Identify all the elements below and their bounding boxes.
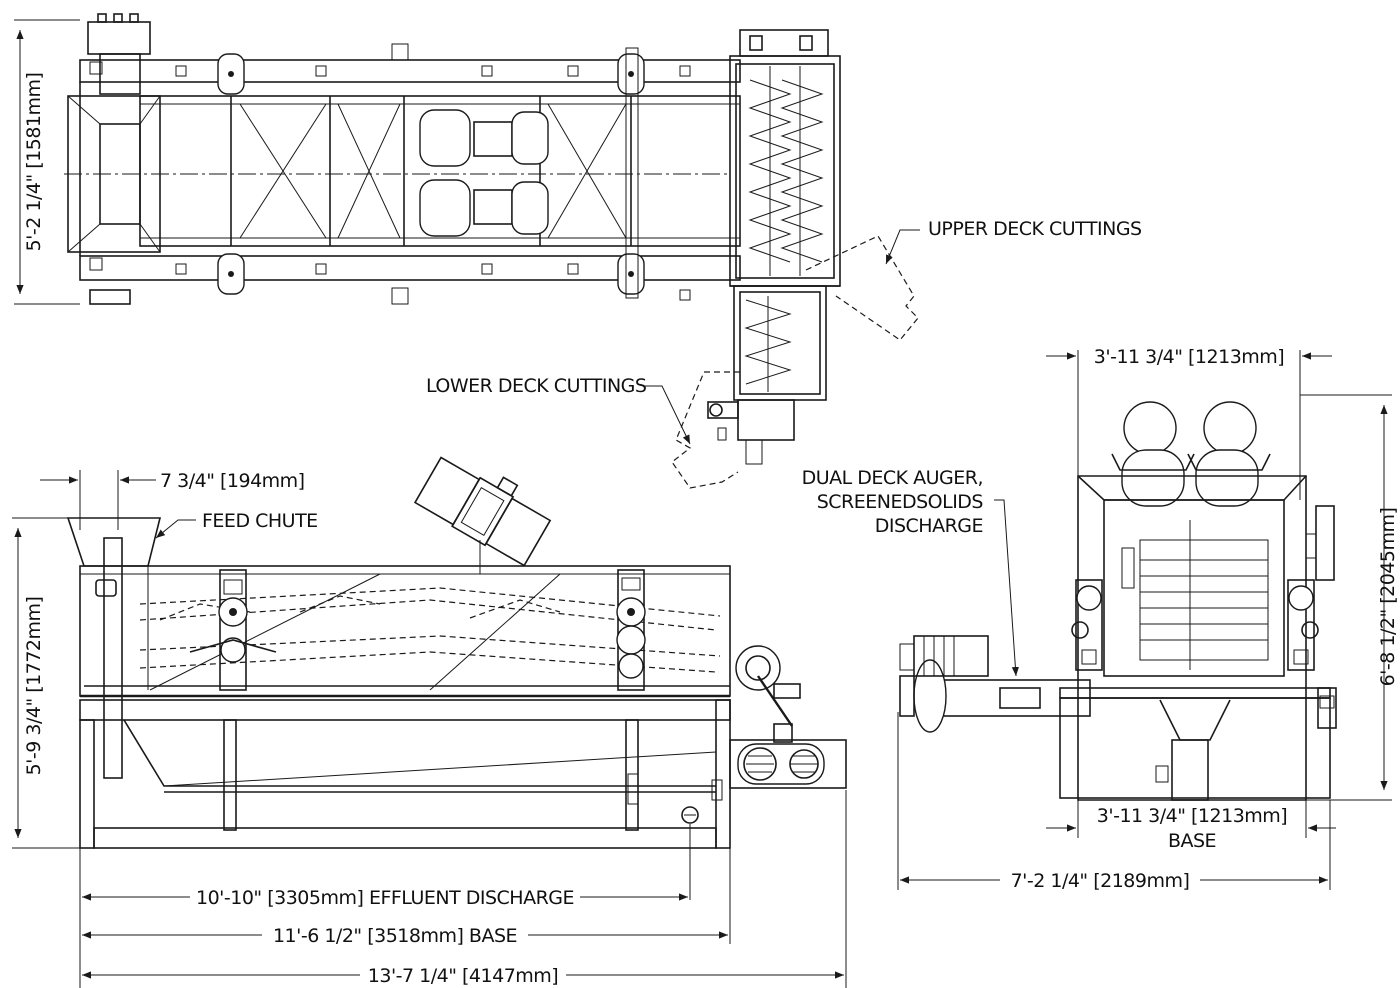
upper-deck-text: UPPER DECK CUTTINGS [928,218,1142,240]
end-top-width-dim: 3'-11 3/4" [1213mm] [1094,346,1284,368]
end-overall-width-dim: 7'-2 1/4" [2189mm] [1011,870,1190,892]
side-height-dim: 5'-9 3/4" [1772mm] [23,597,45,776]
chute-offset-dim: 7 3/4" [194mm] [160,470,305,492]
side-view [12,456,847,988]
overall-length-dim: 13'-7 1/4" [4147mm] [368,965,558,987]
lower-deck-text: LOWER DECK CUTTINGS [426,375,646,397]
upper-deck-label: UPPER DECK CUTTINGS [885,218,1142,265]
top-view [14,13,919,489]
end-base-label: BASE [1168,830,1216,852]
end-view [897,350,1392,890]
auger-label-line2: SCREENEDSOLIDS [817,491,983,513]
lower-deck-label: LOWER DECK CUTTINGS [426,375,691,445]
auger-label-line3: DISCHARGE [875,515,983,537]
effluent-dim: 10'-10" [3305mm] EFFLUENT DISCHARGE [196,887,574,909]
feed-chute-label: FEED CHUTE [202,510,318,532]
base-length-dim: 11'-6 1/2" [3518mm] BASE [273,925,517,947]
end-height-dim: 6'-8 1/2" [2045mm] [1377,508,1399,687]
top-width-dim: 5'-2 1/4" [1581mm] [23,73,45,252]
end-base-width-dim: 3'-11 3/4" [1213mm] [1097,805,1287,827]
auger-label-line1: DUAL DECK AUGER, [802,467,983,489]
